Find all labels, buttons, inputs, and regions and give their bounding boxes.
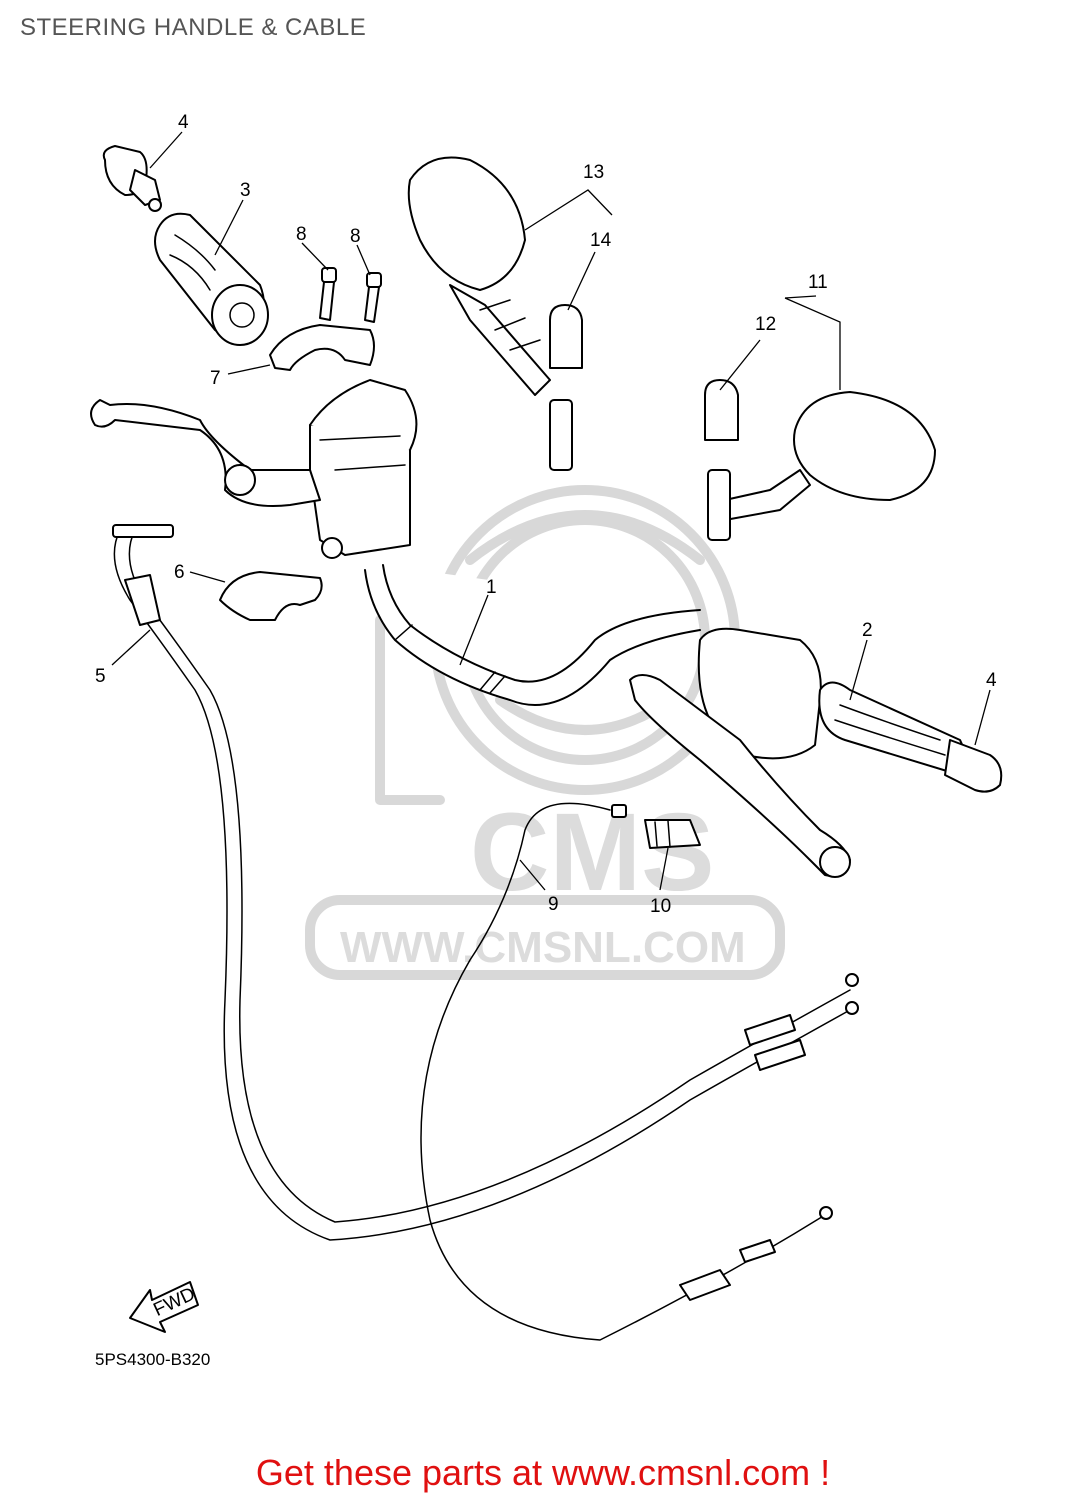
bolt-right [364,272,382,323]
callout-13: 13 [583,162,604,183]
callout-2: 2 [862,620,873,641]
forward-arrow: FWD [129,1281,199,1333]
clamp-lower [219,571,323,621]
mirror-right [707,391,936,541]
grip-end-right [944,739,1003,793]
callout-8-left: 8 [296,224,307,245]
cable-boot [644,819,701,849]
callout-1: 1 [486,577,497,598]
watermark-logo: CMS [470,791,714,914]
throttle-housing [629,627,851,878]
callout-6: 6 [174,562,185,583]
leader-lines [111,131,991,891]
mirror-cap-14 [549,304,583,369]
callouts: 4 3 8 8 7 6 5 1 2 4 9 10 11 12 13 14 [95,112,997,917]
grip-end-left [102,145,162,212]
callout-3: 3 [240,180,251,201]
mirror-left [407,156,573,471]
bolt-left [319,267,337,321]
grip-left [154,212,269,346]
handlebar [364,564,701,706]
page-title: STEERING HANDLE & CABLE [20,14,367,41]
callout-9: 9 [548,894,559,915]
grip-right [818,681,966,776]
watermark-url: WWW.CMSNL.COM [340,923,746,972]
callout-12: 12 [755,314,776,335]
callout-14: 14 [590,230,612,251]
footer-link[interactable]: Get these parts at www.cmsnl.com ! [255,1452,831,1493]
callout-4-left: 4 [178,112,189,133]
brake-master-cylinder [90,379,418,559]
callout-8-right: 8 [350,226,361,247]
throttle-cables [112,524,859,1241]
callout-7: 7 [210,368,221,389]
callout-4-right: 4 [986,670,997,691]
callout-11: 11 [808,272,828,293]
mirror-cap-12 [704,379,739,441]
diagram-code: 5PS4300-B320 [95,1350,211,1369]
clutch-cable [420,802,833,1341]
callout-10: 10 [650,896,671,917]
clamp-upper [269,324,375,371]
callout-5: 5 [95,666,106,687]
